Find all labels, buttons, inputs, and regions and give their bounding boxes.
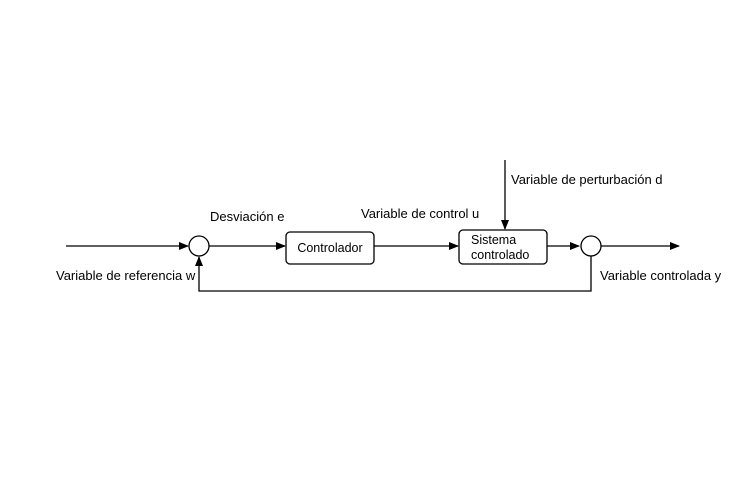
controller-block (285, 231, 375, 265)
control-variable-label: Variable de control u (361, 206, 479, 221)
plant-label-line1: Sistema (471, 233, 516, 247)
controlled-variable-label: Variable controlada y (600, 268, 722, 283)
reference-variable-label: Variable de referencia w (56, 268, 196, 283)
plant-block (458, 229, 548, 265)
controller-label: Controlador (297, 241, 362, 255)
deviation-label: Desviación e (210, 209, 284, 224)
feedback-path (195, 256, 592, 292)
summing-junction-error (188, 235, 210, 257)
summing-junction-output (580, 235, 602, 257)
plant-label-line2: controlado (471, 248, 529, 262)
disturbance-variable-label: Variable de perturbación d (511, 172, 663, 187)
